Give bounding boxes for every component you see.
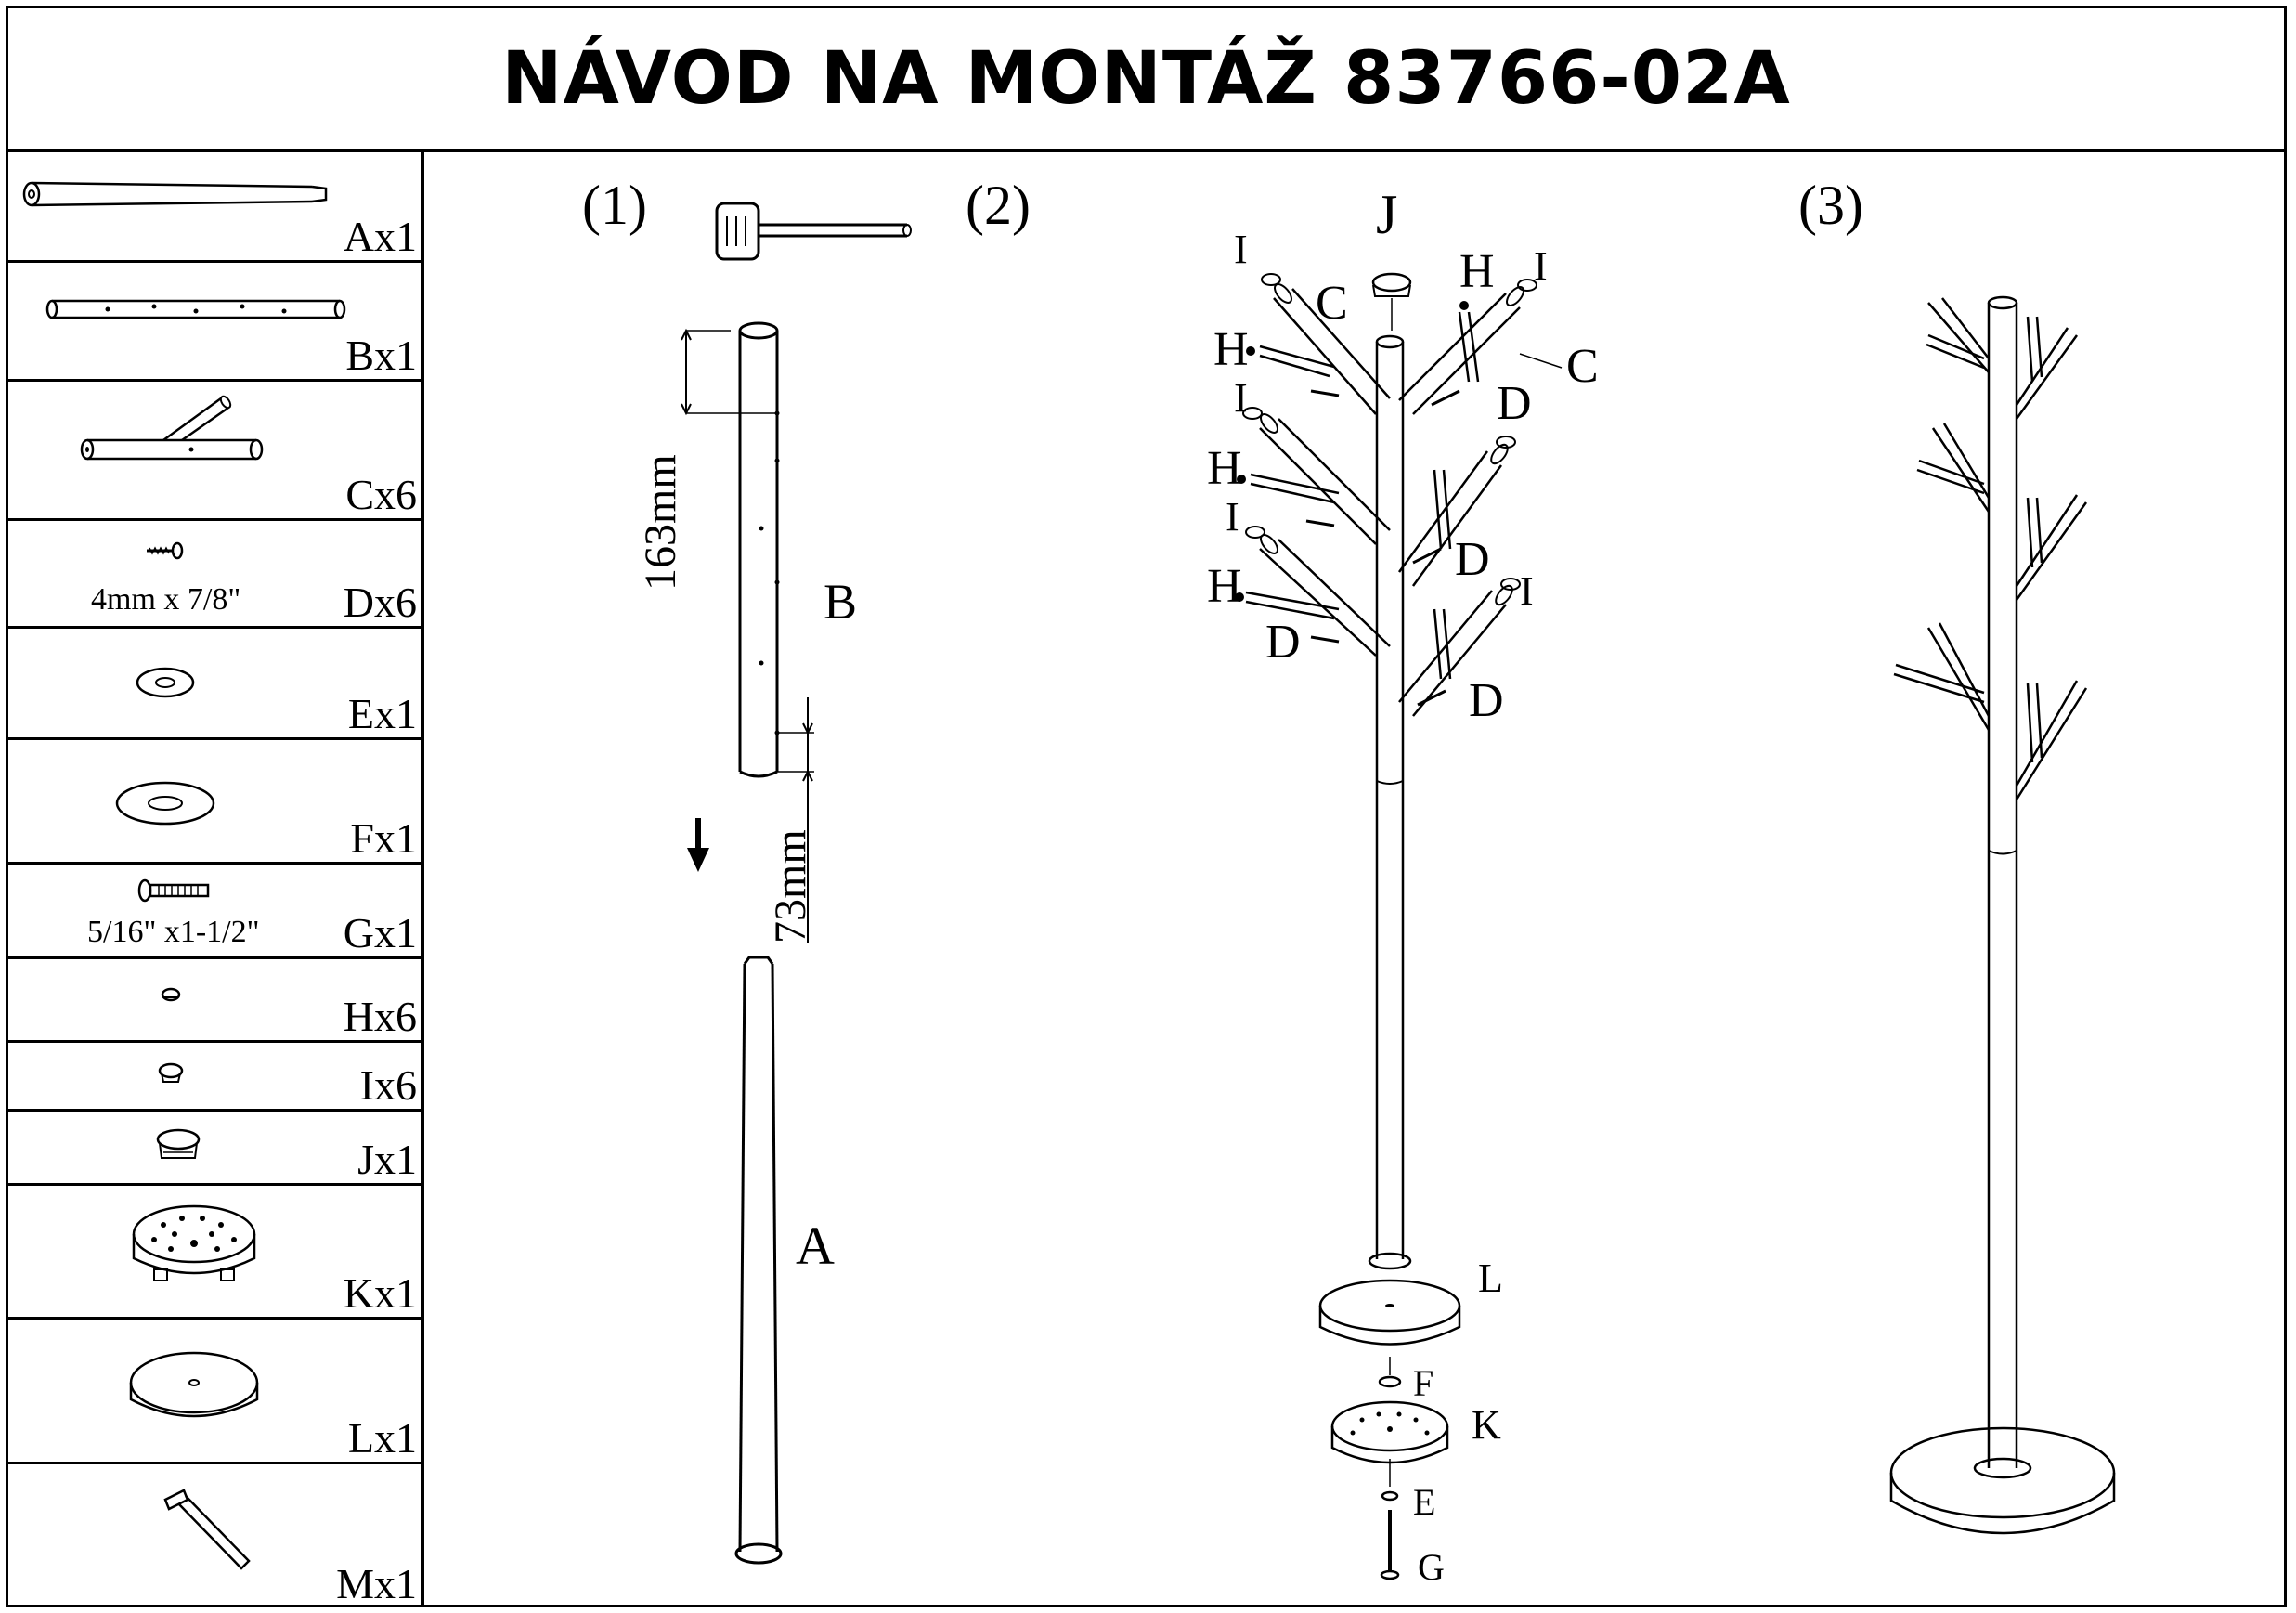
- part-row-e: Ex1: [6, 629, 421, 740]
- base-plate-k: [1330, 1400, 1449, 1464]
- label-l: L: [1478, 1255, 1503, 1301]
- parts-list: Ax1 Bx1: [6, 150, 424, 1607]
- part-spec: 5/16" x1-1/2": [87, 915, 260, 949]
- part-row-j: Jx1: [6, 1112, 421, 1186]
- label-c: C: [1316, 277, 1348, 330]
- part-row-k: Kx1: [6, 1186, 421, 1320]
- right-branches: [1397, 279, 1537, 717]
- dimension-163mm: 163mm: [636, 328, 777, 591]
- large-washer-icon: [115, 781, 215, 826]
- part-row-d: 4mm x 7/8" Dx6: [6, 521, 421, 629]
- label-h: H: [1207, 560, 1242, 613]
- step-1-label: (1): [582, 175, 647, 236]
- branch-arm-icon: [80, 395, 264, 461]
- leg-tube-icon: [22, 181, 328, 207]
- label-d: D: [1469, 674, 1504, 727]
- label-i: I: [1234, 375, 1248, 421]
- bolt-g: [1380, 1510, 1400, 1580]
- top-cap-j: [1371, 272, 1412, 331]
- base-disc-icon: [129, 1351, 259, 1418]
- label-k: K: [1472, 1402, 1501, 1448]
- label-c: C: [1566, 340, 1599, 393]
- label-b: B: [824, 574, 857, 630]
- base-disc-l: [1318, 1279, 1461, 1346]
- upper-tube-icon: [45, 299, 346, 319]
- part-row-m: Mx1: [6, 1464, 421, 1607]
- part-label: Bx1: [345, 332, 417, 379]
- part-label: Fx1: [350, 814, 417, 862]
- title-bar: NÁVOD NA MONTÁŽ 83766-02A: [6, 6, 2287, 152]
- leader-line: [1519, 353, 1563, 369]
- part-label: Ax1: [343, 213, 417, 260]
- part-row-c: Cx6: [6, 382, 421, 521]
- tube-a: [734, 956, 783, 1565]
- assembled-stand: [1889, 295, 2116, 1535]
- part-label: Cx6: [345, 471, 417, 518]
- part-row-g: 5/16" x1-1/2" Gx1: [6, 865, 421, 959]
- label-f: F: [1413, 1362, 1433, 1404]
- dim-label-163: 163mm: [636, 454, 685, 591]
- part-row-h: Hx6: [6, 959, 421, 1043]
- part-label: Ix6: [359, 1061, 417, 1109]
- step-2-label: (2): [966, 175, 1031, 236]
- part-row-b: Bx1: [6, 263, 421, 382]
- label-j: J: [1376, 184, 1397, 245]
- bolt-icon: [137, 878, 210, 903]
- base-plate-icon: [132, 1204, 256, 1281]
- step-3-label: (3): [1798, 175, 1863, 236]
- left-branches: [1235, 273, 1391, 657]
- part-label: Lx1: [347, 1414, 417, 1462]
- part-label: Dx6: [343, 579, 417, 626]
- dimension-73mm: 73mm: [766, 697, 815, 943]
- dim-label-73: 73mm: [766, 829, 815, 943]
- part-label: Ex1: [347, 690, 417, 737]
- label-i: I: [1226, 494, 1239, 540]
- tube-b: [738, 321, 780, 778]
- part-label: Mx1: [336, 1560, 417, 1607]
- screw-icon: [147, 541, 184, 560]
- label-d: D: [1455, 533, 1490, 586]
- top-cap-icon: [156, 1128, 201, 1159]
- label-h: H: [1213, 323, 1249, 376]
- washer-f: [1378, 1375, 1402, 1388]
- label-e: E: [1413, 1481, 1435, 1523]
- part-label: Jx1: [357, 1136, 417, 1183]
- page-title: NÁVOD NA MONTÁŽ 83766-02A: [501, 36, 1791, 121]
- label-g: G: [1418, 1546, 1445, 1588]
- label-h: H: [1459, 245, 1495, 298]
- label-d: D: [1265, 616, 1301, 669]
- label-a: A: [796, 1216, 835, 1276]
- part-row-a: Ax1: [6, 150, 421, 263]
- mallet-icon: [715, 202, 912, 261]
- assembly-diagram: (1) (2) (3): [582, 175, 2116, 1588]
- main-pole: [1368, 334, 1412, 1270]
- part-row-f: Fx1: [6, 740, 421, 865]
- label-d: D: [1497, 377, 1532, 430]
- down-arrow-icon: [687, 818, 709, 872]
- label-i: I: [1234, 227, 1248, 272]
- washer-e: [1381, 1490, 1399, 1502]
- label-h: H: [1207, 442, 1242, 495]
- part-label: Gx1: [343, 909, 417, 956]
- end-cap-icon: [158, 1062, 184, 1083]
- part-row-i: Ix6: [6, 1043, 421, 1112]
- part-row-l: Lx1: [6, 1320, 421, 1464]
- part-label: Hx6: [343, 993, 417, 1040]
- small-washer-icon: [136, 667, 195, 698]
- label-i: I: [1534, 243, 1548, 289]
- allen-key-icon: [163, 1489, 251, 1570]
- label-i: I: [1520, 568, 1534, 614]
- small-cap-icon: [161, 987, 181, 1002]
- part-spec: 4mm x 7/8": [91, 582, 241, 617]
- part-label: Kx1: [343, 1269, 417, 1317]
